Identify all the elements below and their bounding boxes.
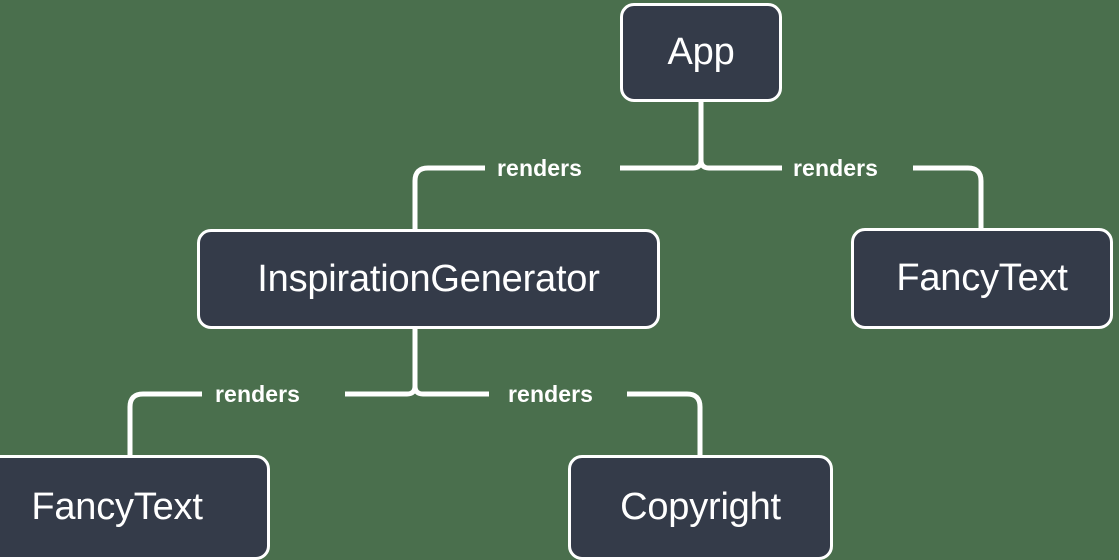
- node-fancytext-right-label: FancyText: [896, 257, 1068, 299]
- node-inspiration-generator[interactable]: InspirationGenerator: [197, 229, 660, 329]
- wire-inspirationgenerator-to-copyright: [627, 391, 703, 455]
- wire-app-junction-left: [620, 159, 704, 171]
- wire-app-junction-right: [698, 159, 782, 171]
- node-copyright-label: Copyright: [620, 486, 781, 528]
- edge-label-app-to-fancytext-right: renders: [793, 155, 879, 181]
- wire-inspirationgenerator-junction-right: [412, 385, 489, 397]
- edge-label-inspiration-generator-to-copyright: renders: [508, 381, 594, 407]
- wire-app-to-fancytext-right: [913, 165, 984, 228]
- edge-label-app-to-inspiration-generator: renders: [497, 155, 583, 181]
- node-app[interactable]: App: [620, 3, 782, 102]
- wire-inspirationgenerator-junction-left: [345, 385, 418, 397]
- wire-app-to-inspirationgenerator: [412, 165, 485, 229]
- node-fancytext-bottom-left-label: FancyText: [31, 486, 203, 528]
- edge-label-inspiration-generator-to-fancytext: renders: [215, 381, 301, 407]
- node-app-label: App: [667, 31, 735, 73]
- node-inspiration-generator-label: InspirationGenerator: [257, 257, 600, 300]
- node-fancytext-right[interactable]: FancyText: [851, 228, 1113, 329]
- node-fancytext-bottom-left[interactable]: FancyText: [0, 455, 270, 560]
- node-copyright[interactable]: Copyright: [568, 455, 833, 560]
- wire-inspirationgenerator-to-fancytext: [127, 391, 202, 455]
